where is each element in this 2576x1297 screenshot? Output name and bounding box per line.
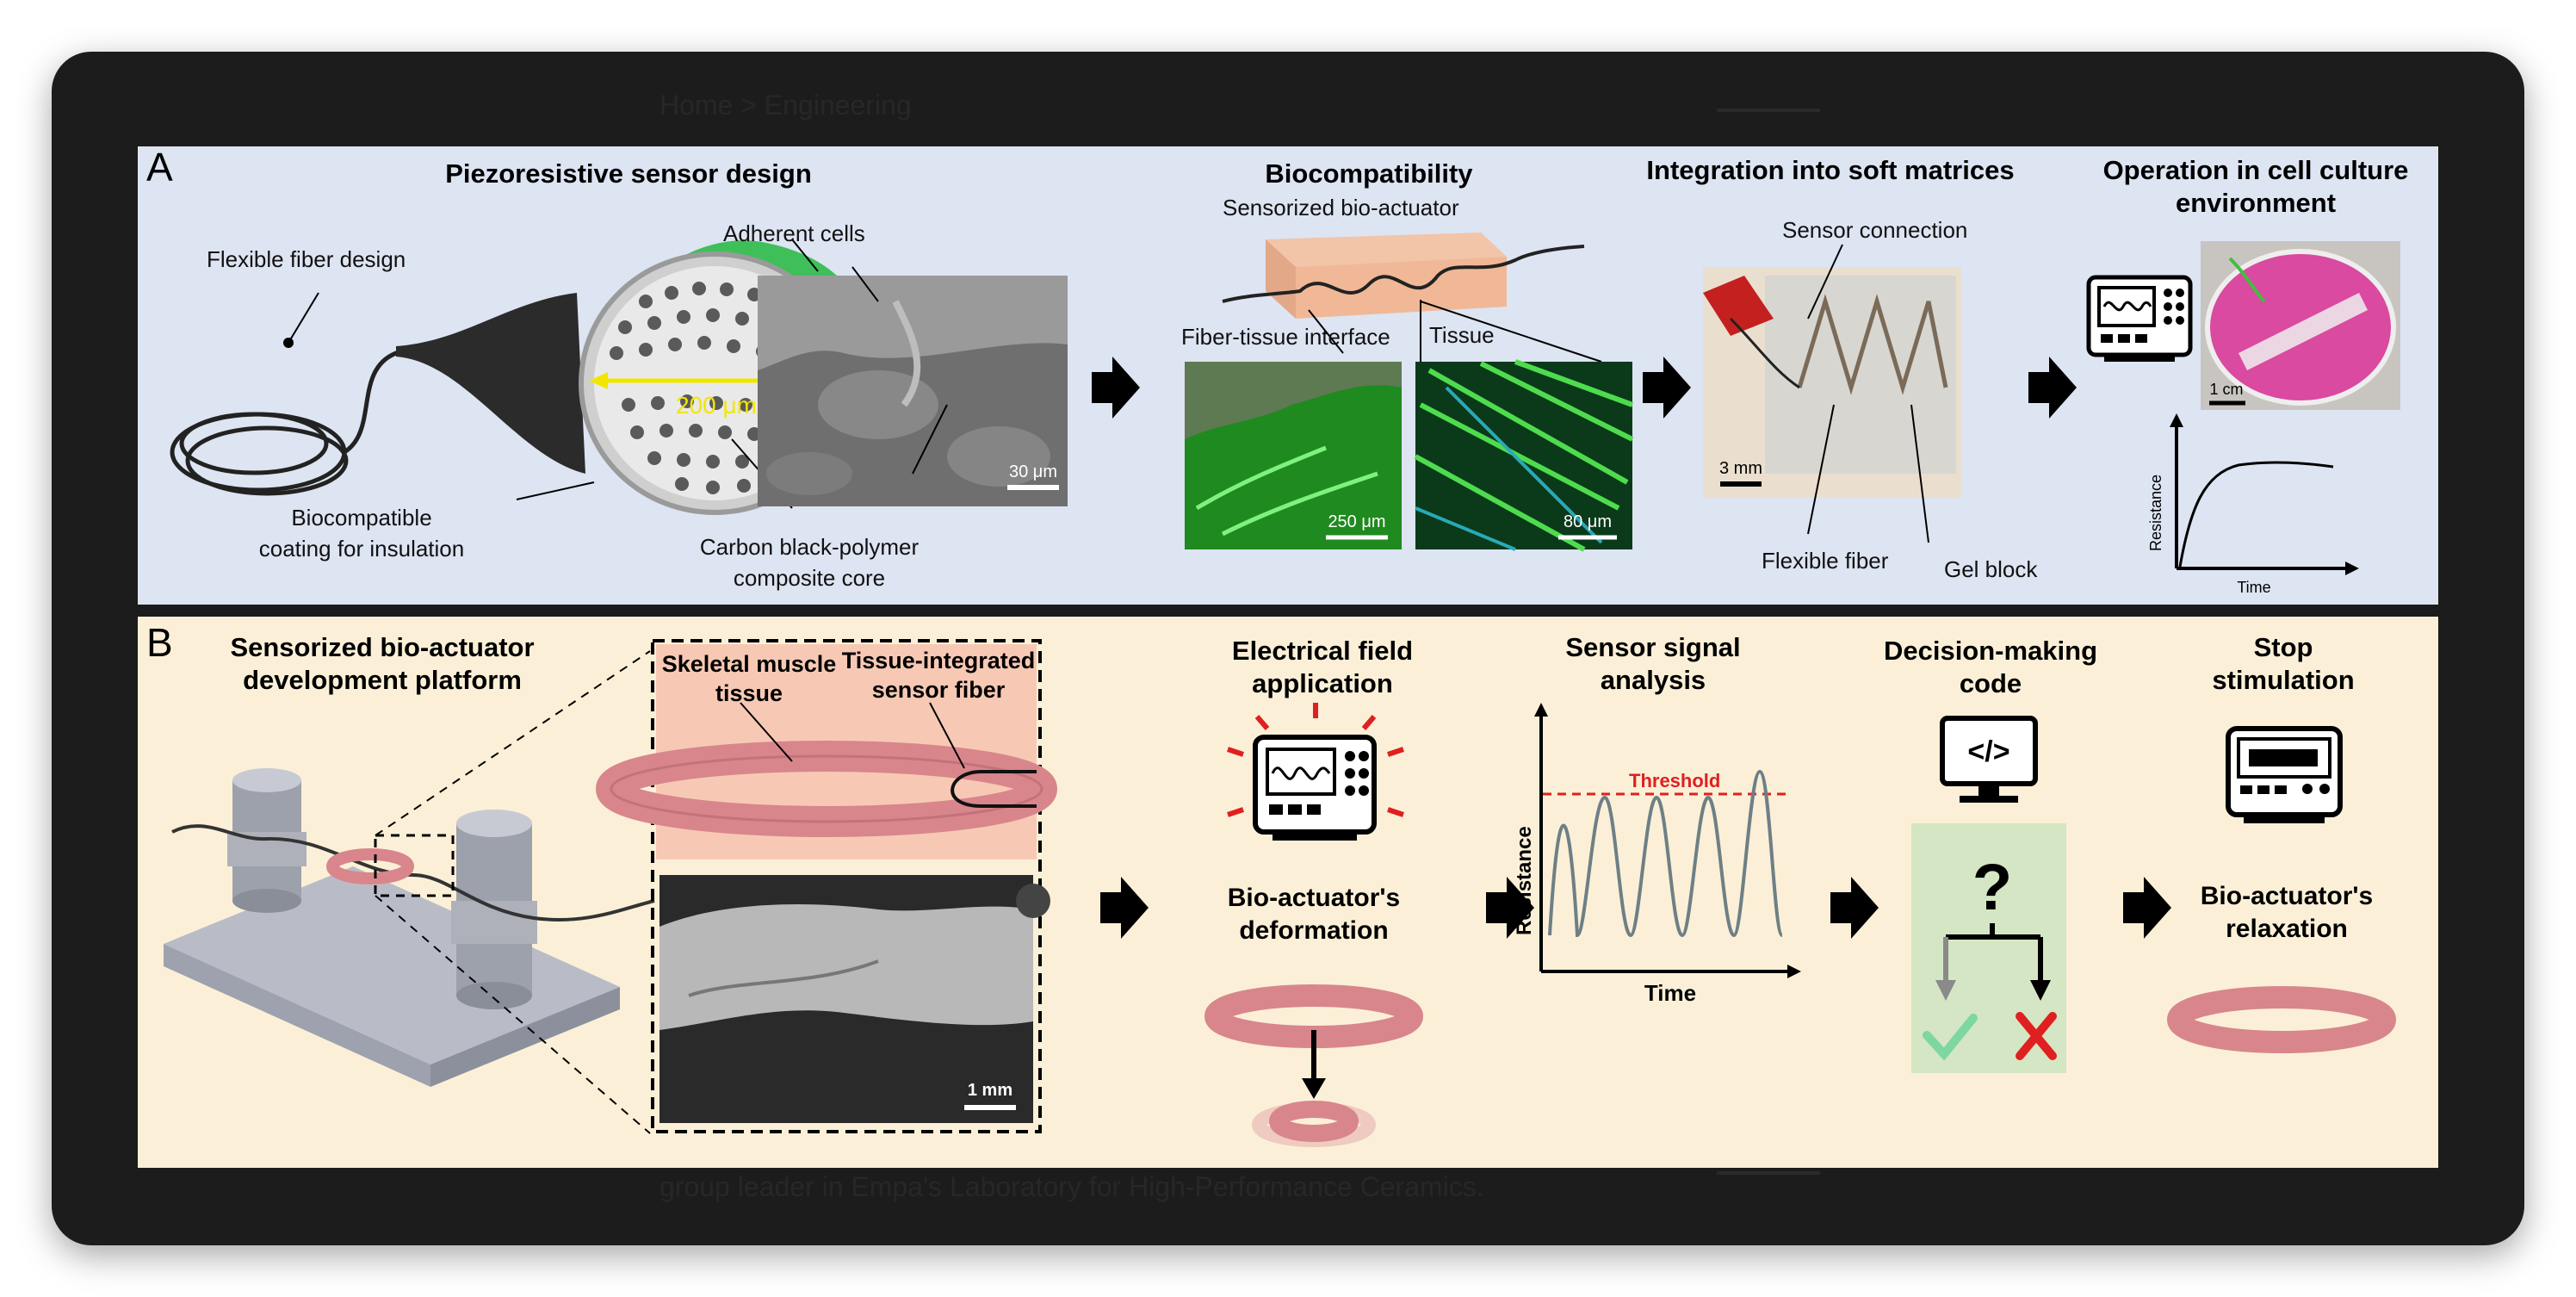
label-relaxation-line1: Bio-actuator's [2201, 882, 2374, 910]
label-threshold: Threshold [1629, 770, 1720, 791]
label-coating-line2: coating for insulation [259, 536, 464, 562]
label-tissue-integrated-line2: sensor fiber [872, 677, 1006, 703]
panel-b-graphic: B Sensorized bio-actuator development pl… [146, 620, 2396, 1147]
panel-a: A Piezoresistive sensor design Biocompat… [138, 146, 2438, 605]
question-mark: ? [1972, 851, 2012, 924]
title-signal-line2: analysis [1601, 665, 1706, 695]
label-tissue-integrated-line1: Tissue-integrated [842, 648, 1036, 673]
title-integration: Integration into soft matrices [1646, 155, 2014, 185]
title-platform-line1: Sensorized bio-actuator [230, 632, 534, 662]
title-field-line2: application [1252, 668, 1393, 698]
resistance-time-plot: Resistance Time [2147, 413, 2359, 596]
label-deformation-line2: deformation [1239, 916, 1388, 945]
fiber-fan [396, 293, 585, 474]
plot-a-ylabel: Resistance [2147, 475, 2164, 551]
zoom-panel: Skeletal muscle tissue Tissue-integrated… [596, 639, 1057, 1133]
bio-actuator-block [1222, 233, 1585, 319]
title-field-line1: Electrical field [1232, 636, 1413, 666]
background-breadcrumb: Home > Engineering [659, 90, 912, 121]
label-sensorized-bio-actuator: Sensorized bio-actuator [1223, 195, 1459, 220]
panel-b: B Sensorized bio-actuator development pl… [138, 617, 2438, 1168]
label-gel-block: Gel block [1944, 556, 2038, 582]
microscopy-tissue: 80 μm [1414, 359, 1634, 552]
plot-a-xlabel: Time [2237, 579, 2270, 596]
label-diameter: 200 μm [676, 392, 757, 419]
chart-ylabel: Resistance [1513, 826, 1536, 935]
zoom-box [374, 834, 455, 897]
scale-1cm: 1 cm [2209, 381, 2243, 398]
arrow-b1 [1100, 877, 1149, 939]
label-flexible-fiber: Flexible fiber [1762, 548, 1889, 574]
arrow-b3 [1830, 877, 1879, 939]
scale-250: 250 μm [1328, 512, 1385, 531]
label-core-line1: Carbon black-polymer [700, 534, 920, 560]
figure: A Piezoresistive sensor design Biocompat… [138, 146, 2438, 1168]
scale-1mm: 1 mm [968, 1081, 1012, 1100]
title-decision-line2: code [1960, 668, 2022, 698]
code-symbol: </> [1967, 735, 2009, 768]
label-tissue: Tissue [1429, 322, 1495, 348]
microscopy-interface: 250 μm [1185, 362, 1402, 549]
label-skeletal-line2: tissue [715, 680, 783, 706]
title-decision-line1: Decision-making [1884, 636, 2097, 666]
title-operation-line2: environment [2176, 188, 2336, 218]
monitor-icon [2086, 275, 2193, 362]
title-stop-line1: Stop [2254, 632, 2313, 662]
torus-deforming [1204, 984, 1423, 1147]
panel-a-label: A [146, 146, 173, 189]
arrow-b2 [1486, 877, 1534, 939]
label-skeletal-line1: Skeletal muscle [662, 651, 837, 677]
scale-80: 80 μm [1564, 512, 1612, 531]
arrow-b4 [2123, 877, 2171, 939]
scale-3mm: 3 mm [1719, 459, 1762, 478]
arrow-a3 [2028, 357, 2077, 419]
title-sensor-design: Piezoresistive sensor design [445, 158, 812, 189]
torus-relaxed [2167, 986, 2396, 1053]
panel-b-label: B [146, 620, 173, 665]
petri-dish-photo: 1 cm [2201, 241, 2400, 410]
label-adherent-cells: Adherent cells [723, 220, 865, 246]
decision-tree: ? [1911, 823, 2066, 1073]
signal-chart: Threshold Resistance Time [1513, 703, 1801, 1006]
title-stop-line2: stimulation [2212, 665, 2354, 695]
title-biocompatibility: Biocompatibility [1265, 158, 1473, 189]
sem-scale-label: 30 μm [1009, 462, 1057, 481]
title-operation-line1: Operation in cell culture [2103, 155, 2409, 185]
label-deformation-line1: Bio-actuator's [1228, 884, 1401, 912]
background-article-text: group leader in Empa's Laboratory for Hi… [659, 1171, 1484, 1202]
fiber-coil [170, 344, 474, 496]
label-flexible-fiber-design: Flexible fiber design [207, 246, 406, 272]
stopped-stimulator-icon [2226, 726, 2343, 823]
label-relaxation-line2: relaxation [2226, 915, 2348, 943]
label-fiber-tissue-interface: Fiber-tissue interface [1181, 324, 1390, 350]
label-coating-line1: Biocompatible [291, 505, 431, 531]
label-core-line2: composite core [734, 565, 885, 591]
sem-image: 30 μm [758, 276, 1068, 506]
background-divider-top [1717, 109, 1820, 112]
code-monitor-icon: </> [1940, 716, 2038, 803]
panel-a-graphic: A Piezoresistive sensor design Biocompat… [146, 146, 2409, 596]
label-sensor-connection: Sensor connection [1782, 217, 1967, 243]
stimulator-icon [1227, 703, 1404, 841]
chart-xlabel: Time [1644, 980, 1696, 1006]
background-divider-bottom [1717, 1171, 1820, 1175]
arrow-a1 [1092, 357, 1140, 419]
title-platform-line2: development platform [243, 665, 522, 695]
platform-3d [164, 768, 655, 1087]
arrow-a2 [1643, 357, 1691, 419]
title-signal-line1: Sensor signal [1565, 632, 1740, 662]
gel-block-photo: 3 mm [1703, 267, 1961, 498]
